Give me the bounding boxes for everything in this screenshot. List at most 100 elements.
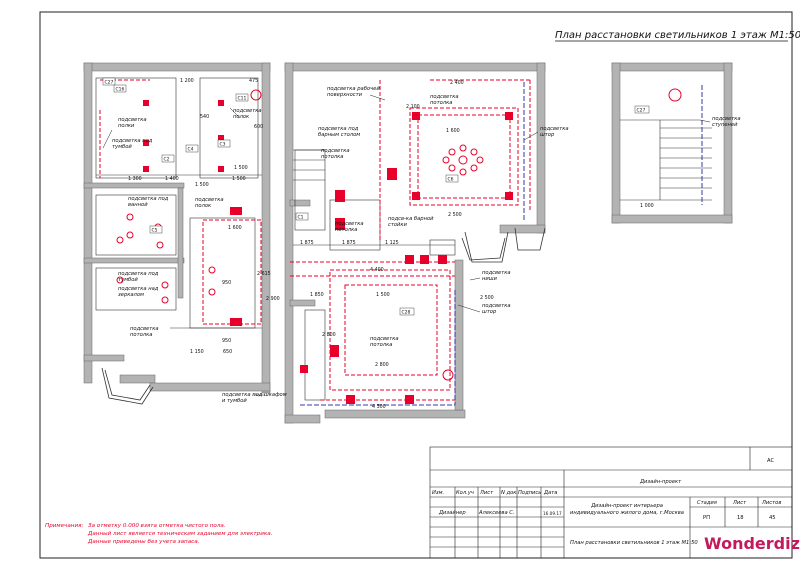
chandelier-icon (442, 144, 484, 176)
dim: 2 900 (266, 296, 280, 302)
dim: 950 (222, 338, 231, 344)
dim: 1 125 (385, 240, 399, 246)
col-koluch: Кол.уч (456, 490, 474, 496)
label-line: потолка (130, 332, 152, 338)
lamp-code: C1 (298, 215, 304, 221)
label-line: подсветка под (318, 126, 359, 132)
lamp-code: C3 (220, 142, 226, 148)
label-line: подсветка (321, 148, 350, 154)
label-line: подсветка (195, 197, 224, 203)
label-line: полок (233, 114, 250, 120)
project-type: Дизайн-проект (639, 479, 682, 485)
sheets-label: Листов (761, 500, 781, 506)
label-line: барным столом (318, 132, 360, 138)
project-name-box: Дизайн-проект интерьера индивидуального … (570, 503, 684, 516)
dim: 2 615 (257, 271, 271, 277)
label-line: потолка (321, 154, 343, 160)
small-spots (116, 88, 682, 381)
label-line: подсветка под (118, 271, 159, 277)
dim: 1 400 (165, 176, 179, 182)
stage-value: РП (703, 515, 710, 521)
dim: 1 500 (232, 176, 246, 182)
label-line: стойки (388, 222, 408, 228)
label-line: подсветка (482, 303, 511, 309)
led-strips (99, 79, 531, 401)
lamp-code: C11 (238, 96, 247, 102)
label-line: подсветка над (118, 286, 159, 292)
dim: 2 500 (480, 295, 494, 301)
label-line: штор (482, 309, 497, 315)
logo-text: Wonderdiz (704, 534, 800, 553)
dim: 1 500 (376, 292, 390, 298)
col-list: Лист (479, 490, 494, 496)
lamp-code: C28 (402, 310, 411, 316)
dim: 2 500 (448, 212, 462, 218)
dim: 2 800 (322, 332, 336, 338)
lamp-code: C16 (116, 87, 125, 93)
lamp-code: C6 (448, 177, 454, 183)
dim: 475 (249, 78, 258, 84)
label-line: полок (195, 203, 212, 209)
dim: 2 100 (406, 104, 420, 110)
label-line: подсветка (712, 116, 741, 122)
label-line: подсветка (130, 326, 159, 332)
label-line: подсветка (482, 270, 511, 276)
label-line: подсветка (370, 336, 399, 342)
person: Алексеева С. (478, 510, 515, 516)
stage-label: Стадия (697, 500, 717, 506)
label-line: подсветка рабочей (327, 86, 380, 92)
lamp-codes: C27 C16 C11 C2 C3 C4 C5 C6 C1 C28 C27 (102, 77, 650, 316)
light-fixtures (143, 100, 513, 404)
title-block-text: АС Дизайн-проект Изм. Кол.уч Лист N док.… (432, 458, 781, 546)
label-line: подсветка (335, 221, 364, 227)
dim: 1 875 (300, 240, 314, 246)
dim: 4 300 (372, 404, 386, 410)
leader-lines (102, 94, 711, 396)
label-line: подсветка под (112, 138, 153, 144)
label-line: потолка (335, 227, 357, 233)
dim: 540 (200, 114, 209, 120)
dim: 2 800 (375, 362, 389, 368)
label-line: подсветка под (128, 196, 169, 202)
label-line: потолка (370, 342, 392, 348)
dim: 1 600 (446, 128, 460, 134)
label-line: подсветка (233, 108, 262, 114)
dimensions: 1 200 475 600 540 1 300 1 500 1 400 1 50… (128, 78, 654, 410)
label-line: подсветка (430, 94, 459, 100)
col-podpis: Подпись (518, 490, 541, 496)
lamp-code: C4 (188, 147, 194, 153)
label-line: тумбой (112, 144, 132, 150)
lamp-code: C27 (637, 108, 646, 114)
dim: 1 150 (190, 349, 204, 355)
label-line: ступеней (712, 122, 738, 128)
label-line: и тумбой (222, 398, 247, 404)
curtain-strips (300, 82, 703, 406)
dim: 1 500 (195, 182, 209, 188)
dim: 950 (222, 280, 231, 286)
lamp-code: C5 (152, 228, 158, 234)
label-line: штор (540, 132, 555, 138)
col-ndok: N док. (501, 490, 518, 496)
label-line: ниши (482, 276, 498, 282)
dim: 1 500 (234, 165, 248, 171)
note-3: Данные приведены без учета запаса. (87, 539, 200, 545)
dim: 1 875 (342, 240, 356, 246)
sheet-title: План расстановки светильников 1 этаж М1:… (555, 30, 800, 41)
date: 16.09.17 (543, 511, 562, 516)
dim: 1 200 (180, 78, 194, 84)
dim: 2 400 (450, 80, 464, 86)
project-name: Дизайн-проект интерьера индивидуального … (570, 503, 684, 516)
dim: 1 850 (310, 292, 324, 298)
